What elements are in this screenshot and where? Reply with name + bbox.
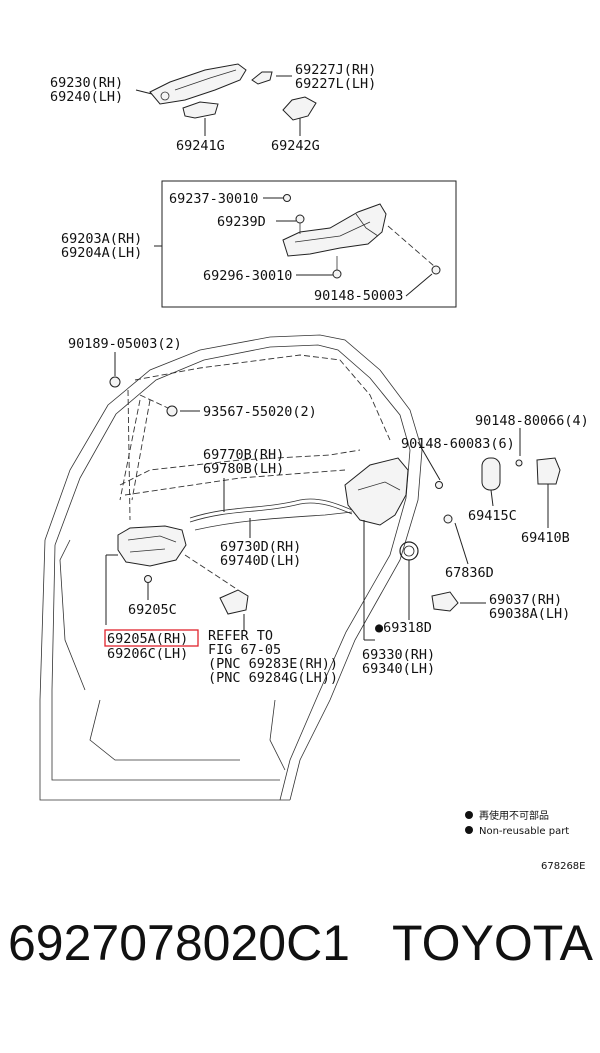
cables-group: 69770B(RH) 69780B(LH) 69730D(RH) 69740D(… bbox=[189, 447, 353, 569]
frame-box bbox=[161, 180, 457, 308]
striker-part bbox=[536, 457, 561, 485]
label-handle-lh: 69240(LH) bbox=[50, 89, 123, 105]
legend-item-jp: 再使用不可部品 bbox=[479, 809, 549, 822]
label-bolt1: 69237-30010 bbox=[169, 191, 258, 207]
label-pad-b: 69242G bbox=[271, 138, 320, 154]
clips-group: 90189-05003(2) 93567-55020(2) bbox=[68, 336, 317, 521]
label-69410b: 69410B bbox=[521, 530, 570, 546]
frame-box-group: 69237-30010 69239D 69203A(RH) 69204A(LH)… bbox=[61, 180, 457, 308]
inner-handle-group: 69205C 69205A(RH) 69206C(LH) REFER TO FI… bbox=[104, 525, 338, 686]
label-cable2-lh: 69740D(LH) bbox=[220, 553, 301, 569]
label-cover-rh: 69227J(RH) bbox=[295, 62, 376, 78]
label-inner-rh: 69205A(RH) bbox=[107, 631, 188, 647]
legend-bullet-icon bbox=[465, 811, 473, 819]
legend-bullet-icon bbox=[465, 826, 473, 834]
label-69205c: 69205C bbox=[128, 602, 177, 618]
outside-handle-part bbox=[149, 63, 247, 105]
label-bolt2: 69239D bbox=[217, 214, 266, 230]
label-cable1-rh: 69770B(RH) bbox=[203, 447, 284, 463]
label-screw4: 90148-60083(6) bbox=[401, 436, 515, 452]
latch-part bbox=[344, 457, 409, 526]
highlight-box bbox=[104, 629, 199, 647]
label-refer3: (PNC 69283E(RH)) bbox=[208, 656, 338, 672]
label-clip1: 90189-05003(2) bbox=[68, 336, 182, 352]
label-screw3: 90148-80066(4) bbox=[475, 413, 589, 429]
label-frame-lh: 69204A(LH) bbox=[61, 245, 142, 261]
frame-part bbox=[282, 203, 387, 257]
label-handle-rh: 69230(RH) bbox=[50, 75, 123, 91]
label-latch-rh: 69330(RH) bbox=[362, 647, 435, 663]
door-outline bbox=[39, 334, 423, 801]
label-cover-lh: 69227L(LH) bbox=[295, 76, 376, 92]
label-refer1: REFER TO bbox=[208, 628, 273, 644]
label-cable2-rh: 69730D(RH) bbox=[220, 539, 301, 555]
brand-name: TOYOTA bbox=[392, 915, 593, 971]
label-refer4: (PNC 69284G(LH)) bbox=[208, 670, 338, 686]
label-69415c: 69415C bbox=[468, 508, 517, 524]
label-clip2: 93567-55020(2) bbox=[203, 404, 317, 420]
pad-b-part bbox=[282, 96, 317, 121]
handle-cover-part bbox=[251, 71, 273, 85]
label-lock-rh: 69037(RH) bbox=[489, 592, 562, 608]
part-number: 6927078020C1 bbox=[8, 915, 350, 971]
label-screw2: 90148-50003 bbox=[314, 288, 403, 304]
label-frame-rh: 69203A(RH) bbox=[61, 231, 142, 247]
figure-id: 678268E bbox=[541, 861, 586, 872]
legend: 再使用不可部品 Non-reusable part bbox=[465, 809, 569, 837]
label-69318d: ●69318D bbox=[375, 620, 432, 636]
right-hardware-group: 90148-80066(4) 90148-60083(6) 69415C 694… bbox=[344, 413, 589, 677]
label-lock-lh: 69038A(LH) bbox=[489, 606, 570, 622]
label-pad-a: 69241G bbox=[176, 138, 225, 154]
label-latch-lh: 69340(LH) bbox=[362, 661, 435, 677]
label-screw1: 69296-30010 bbox=[203, 268, 292, 284]
label-67836d: 67836D bbox=[445, 565, 494, 581]
outside-handle-group: 69230(RH) 69240(LH) 69227J(RH) 69227L(LH… bbox=[50, 62, 376, 154]
legend-item-en: Non-reusable part bbox=[479, 826, 569, 837]
label-cable1-lh: 69780B(LH) bbox=[203, 461, 284, 477]
inner-handle-part bbox=[117, 525, 187, 567]
label-inner-lh: 69206C(LH) bbox=[107, 646, 188, 662]
pad-a-part bbox=[182, 101, 219, 119]
label-refer2: FIG 67-05 bbox=[208, 642, 281, 658]
